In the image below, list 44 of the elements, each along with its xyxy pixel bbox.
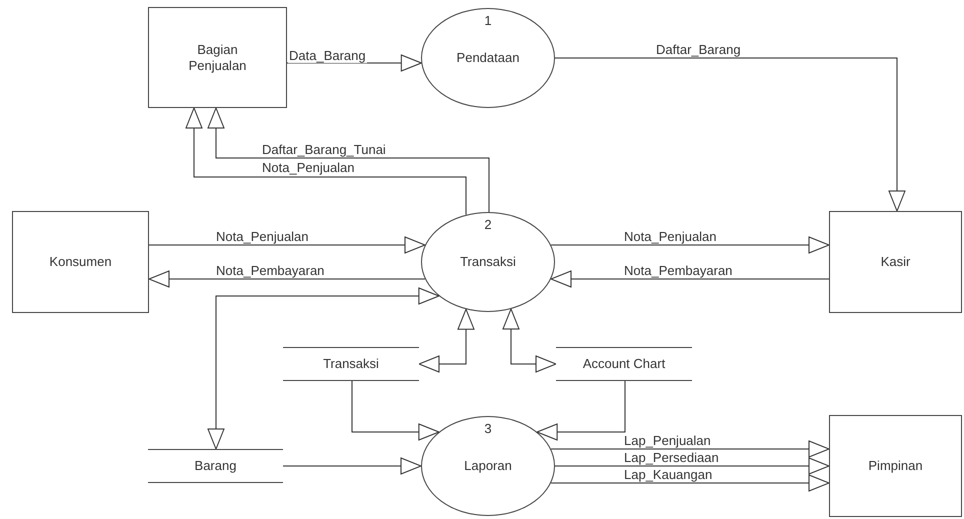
edge-label: Lap_Penjualan	[623, 434, 712, 448]
external-entity-box	[12, 211, 149, 313]
edge-label: Nota_Penjualan	[623, 230, 718, 244]
data-flow-arrow	[282, 458, 422, 474]
data-flow-arrow	[418, 308, 474, 372]
process-number: 1	[483, 13, 493, 28]
entity-name: Pimpinan	[868, 458, 923, 474]
edge-label: Nota_Penjualan	[215, 230, 310, 244]
edge-label: Lap_Kauangan	[623, 468, 714, 482]
data-flow-arrow	[550, 270, 830, 288]
process-number: 2	[483, 217, 493, 232]
data-flow-arrow	[550, 474, 830, 492]
external-entity-box	[829, 415, 962, 517]
process-name: Pendataan	[456, 50, 520, 66]
data-flow-arrow	[550, 236, 830, 254]
external-entity-box	[829, 211, 962, 313]
data-flow-arrow	[536, 380, 626, 440]
edge-label: Daftar_Barang	[655, 43, 742, 57]
edge-label: Nota_Pembayaran	[623, 264, 734, 278]
entity-name: Kasir	[880, 254, 910, 270]
edge-label: Lap_Persediaan	[623, 451, 720, 465]
data-flow-arrow	[502, 308, 556, 372]
entity-name: Konsumen	[49, 254, 112, 270]
store-name: Barang	[194, 458, 236, 474]
data-flow-arrow	[208, 108, 490, 212]
edge-label: Nota_Pembayaran	[215, 264, 326, 278]
process-name: Laporan	[464, 458, 512, 474]
data-flow-arrow	[148, 270, 426, 288]
data-flow-arrow	[148, 236, 426, 254]
edge-label: Data_Barang	[288, 49, 367, 63]
store-name: Transaksi	[323, 356, 379, 372]
edge-label: Daftar_Barang_Tunai	[261, 143, 387, 157]
data-flow-arrow	[554, 58, 906, 212]
data-flow-arrow	[554, 458, 830, 474]
process-number: 3	[483, 421, 493, 436]
data-flow-arrow	[550, 440, 830, 458]
data-flow-arrow	[352, 380, 440, 440]
data-flow-arrow	[208, 288, 440, 450]
data-flow-arrow	[186, 108, 466, 216]
edge-label: Nota_Penjualan	[261, 161, 356, 175]
entity-name: Bagian Penjualan	[188, 42, 248, 74]
external-entity-box	[148, 7, 287, 108]
store-name: Account Chart	[582, 356, 666, 372]
process-name: Transaksi	[460, 254, 516, 270]
